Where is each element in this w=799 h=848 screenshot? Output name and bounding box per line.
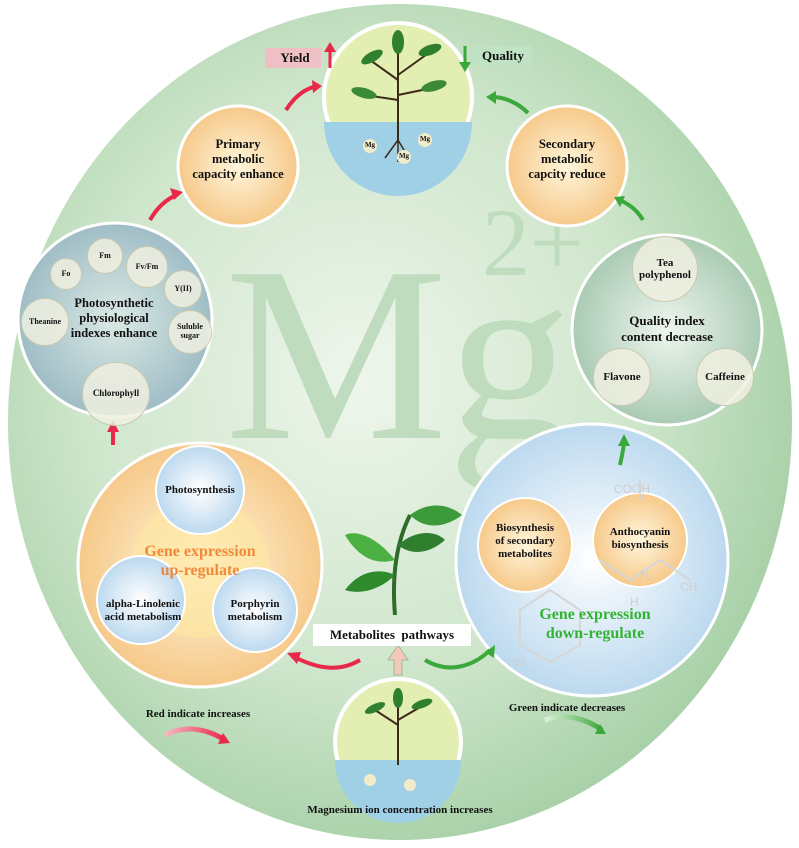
gene-down-circle: [454, 422, 730, 698]
theanine-bubble: Theanine: [21, 298, 69, 346]
mg-label: Mg: [419, 135, 431, 143]
suluble-sugar-bubble: Suluble sugar: [168, 310, 212, 354]
red-note: Red indicate increases: [145, 708, 251, 720]
chlorophyll-bubble: Chlorophyll: [82, 362, 150, 426]
bottom-plant-circle: [333, 677, 463, 823]
up-arrow-icon: [324, 42, 336, 52]
metabolites-pathways-box: Metabolites pathways: [313, 624, 471, 646]
struct-hn: HN: [508, 655, 526, 669]
top-plant-circle: [322, 21, 474, 196]
fvfm-bubble: Fv/Fm: [126, 246, 168, 288]
tea-polyphenol-bubble: Tea polyphenol: [632, 236, 698, 302]
quality-label: Quality: [482, 48, 524, 63]
struct-cooh: COOH: [614, 482, 650, 496]
primary-circle: [176, 104, 300, 228]
flavone-bubble: Flavone: [593, 348, 651, 406]
caffeine-bubble: Caffeine: [696, 348, 754, 406]
down-arrow-icon: [459, 62, 471, 72]
mg-note: Magnesium ion concentration increases: [307, 804, 493, 816]
tea-plant-icon: [345, 505, 462, 616]
mg-label: Mg: [364, 141, 376, 149]
green-note: Green indicate decreases: [508, 702, 626, 714]
yield-label: Yield: [280, 50, 310, 65]
photosynthesis-label: Photosynthesis: [165, 484, 235, 496]
fo-bubble: Fo: [50, 258, 82, 290]
struct-h: H: [630, 595, 639, 609]
mg-label: Mg: [398, 152, 410, 160]
mg-watermark: Mg: [225, 216, 573, 493]
struct-n: N: [640, 568, 649, 582]
fm-bubble: Fm: [87, 238, 123, 274]
y2-bubble: Y(II): [164, 270, 202, 308]
secondary-circle: [505, 104, 629, 228]
struct-ch: CH: [680, 580, 698, 594]
